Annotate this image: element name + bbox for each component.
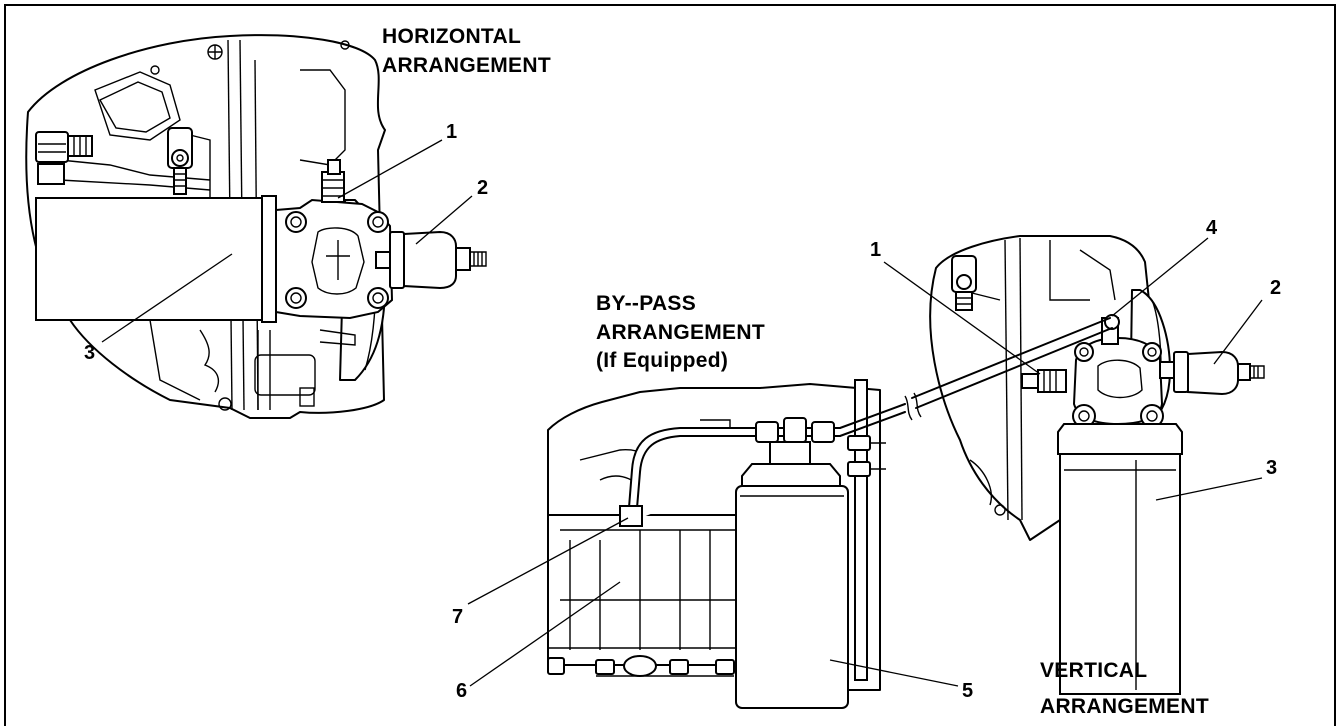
callout-4-vertical: 4 (1206, 217, 1218, 239)
callout-6-bypass: 6 (456, 680, 468, 702)
callout-2-horizontal: 2 (477, 177, 489, 199)
vertical-arrangement-illustration (883, 235, 1265, 695)
title-vertical-line1: VERTICAL (1040, 659, 1148, 682)
callout-1-horizontal: 1 (446, 121, 458, 143)
oil-filter-horizontal (35, 197, 269, 321)
oil-filter-vertical (1059, 453, 1181, 695)
figure-border (4, 4, 1336, 726)
callout-7-bypass: 7 (452, 606, 464, 628)
callout-1-vertical: 1 (870, 239, 882, 261)
title-bypass-line1: BY--PASS (596, 292, 697, 315)
horizontal-arrangement-illustration (25, 34, 487, 419)
title-vertical-line2: ARRANGEMENT (1040, 695, 1209, 718)
callout-3-horizontal: 3 (84, 342, 96, 364)
title-horizontal-line1: HORIZONTAL (382, 25, 522, 48)
bypass-arrangement-illustration (467, 379, 959, 709)
title-bypass-line3: (If Equipped) (596, 349, 729, 372)
title-horizontal-line2: ARRANGEMENT (382, 54, 551, 77)
bypass-filter (735, 485, 849, 709)
callout-5-bypass: 5 (962, 680, 974, 702)
title-bypass-line2: ARRANGEMENT (596, 321, 765, 344)
callout-2-vertical: 2 (1270, 277, 1282, 299)
callout-3-vertical: 3 (1266, 457, 1278, 479)
